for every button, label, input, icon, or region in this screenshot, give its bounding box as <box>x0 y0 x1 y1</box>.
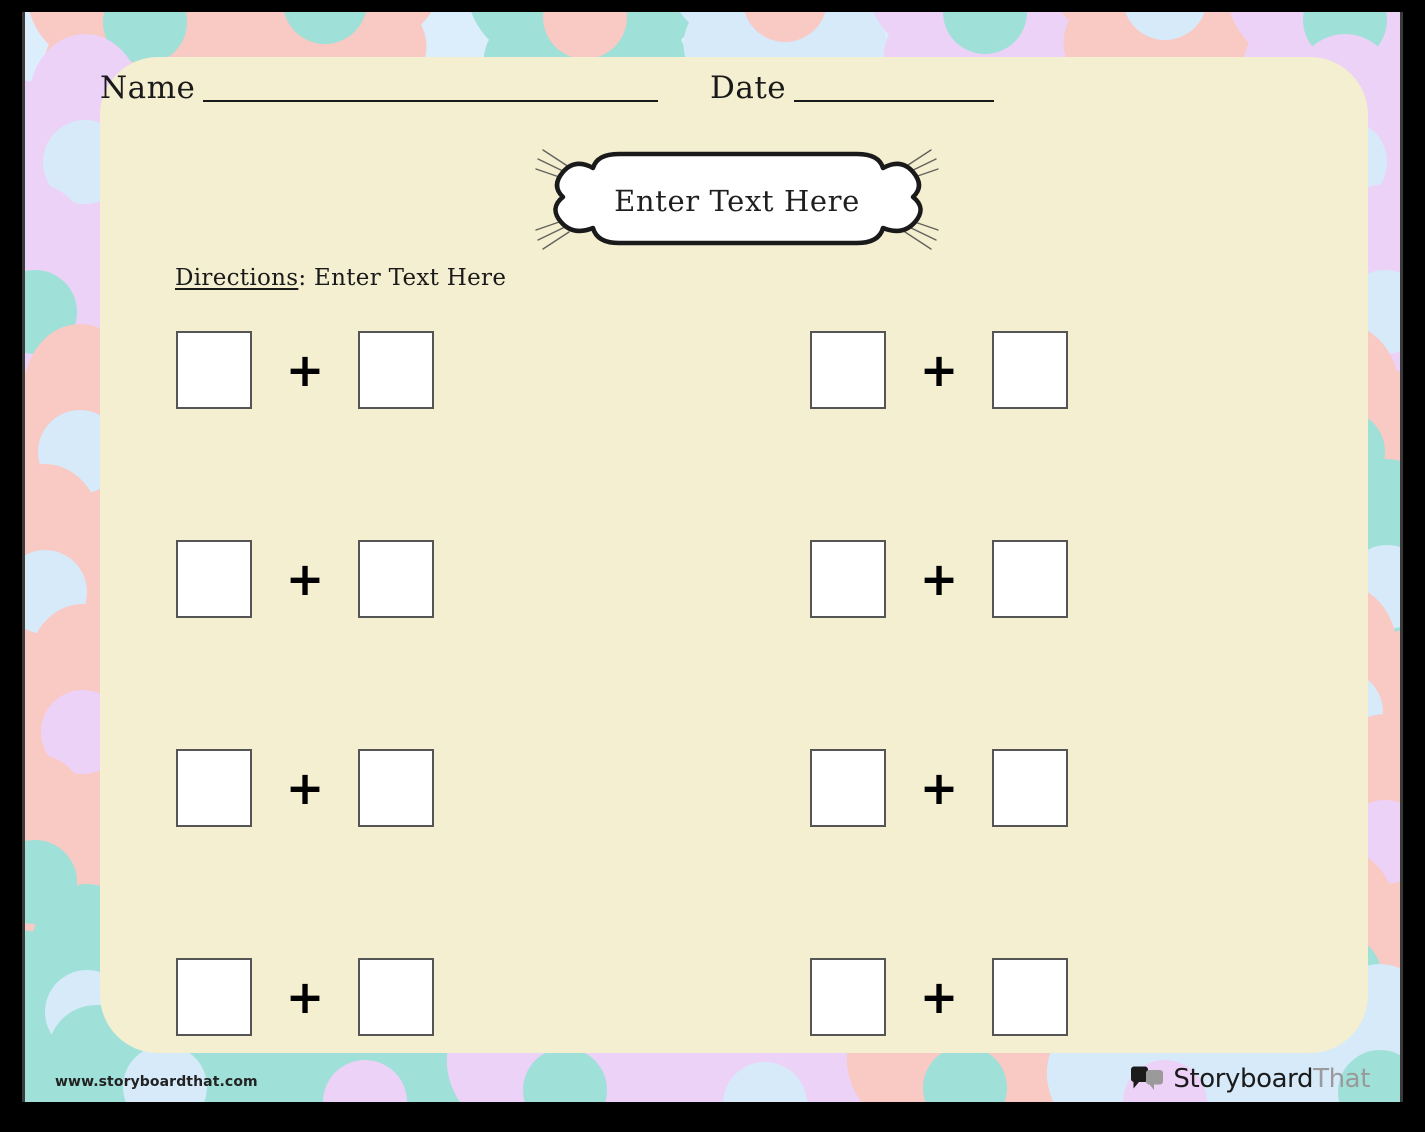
operand-b-box[interactable] <box>992 539 1068 618</box>
plus-operator: + <box>919 342 959 397</box>
speech-bubbles-icon <box>1131 1066 1164 1090</box>
name-field[interactable]: Name <box>100 70 659 106</box>
plus-operator: + <box>285 551 325 606</box>
directions-value[interactable]: Enter Text Here <box>314 265 507 291</box>
brand-wordmark: StoryboardThat <box>1173 1064 1370 1094</box>
problem-r2c1: + <box>100 531 734 626</box>
date-input-line[interactable] <box>794 100 995 102</box>
operand-a-box[interactable] <box>176 957 252 1036</box>
problem-r3c1: + <box>100 740 734 835</box>
brand-primary: Storyboard <box>1173 1064 1314 1094</box>
problem-r4c1: + <box>100 949 734 1044</box>
plus-operator: + <box>285 342 325 397</box>
footer-url[interactable]: www.storyboardthat.com <box>55 1074 258 1090</box>
problem-row: + + <box>100 531 1368 626</box>
operand-b-box[interactable] <box>992 748 1068 827</box>
operand-a-box[interactable] <box>810 957 886 1036</box>
problem-r3c2: + <box>734 740 1368 835</box>
date-label: Date <box>710 70 787 106</box>
problem-r1c2: + <box>734 322 1368 417</box>
operand-a-box[interactable] <box>810 330 886 409</box>
storyboardthat-logo[interactable]: StoryboardThat <box>1130 1064 1370 1094</box>
brand-secondary: That <box>1313 1064 1370 1094</box>
operand-b-box[interactable] <box>358 957 434 1036</box>
operand-b-box[interactable] <box>992 957 1068 1036</box>
operand-b-box[interactable] <box>358 539 434 618</box>
name-label: Name <box>100 70 196 106</box>
title-banner[interactable]: Enter Text Here <box>527 142 947 257</box>
problem-r4c2: + <box>734 949 1368 1044</box>
operand-a-box[interactable] <box>176 330 252 409</box>
decorative-frame: Name Date <box>22 12 1403 1102</box>
operand-b-box[interactable] <box>358 330 434 409</box>
operand-b-box[interactable] <box>358 748 434 827</box>
plus-operator: + <box>285 969 325 1024</box>
name-input-line[interactable] <box>203 100 659 102</box>
plus-operator: + <box>919 760 959 815</box>
directions-separator: : <box>298 265 315 291</box>
problem-row: + + <box>100 740 1368 835</box>
operand-a-box[interactable] <box>810 539 886 618</box>
plus-operator: + <box>919 969 959 1024</box>
plus-operator: + <box>919 551 959 606</box>
problem-grid: + + <box>100 312 1368 1052</box>
plus-operator: + <box>285 760 325 815</box>
cloud-banner-shape <box>535 149 939 250</box>
directions-label: Directions <box>175 265 299 291</box>
problem-row: + + <box>100 949 1368 1044</box>
operand-a-box[interactable] <box>176 539 252 618</box>
date-field[interactable]: Date <box>710 70 995 106</box>
directions-line: Directions: Enter Text Here <box>175 265 506 291</box>
title-text: Enter Text Here <box>614 183 860 218</box>
problem-r1c1: + <box>100 322 734 417</box>
operand-a-box[interactable] <box>810 748 886 827</box>
student-info-header: Name Date <box>100 52 1060 106</box>
operand-b-box[interactable] <box>992 330 1068 409</box>
problem-row: + + <box>100 322 1368 417</box>
operand-a-box[interactable] <box>176 748 252 827</box>
problem-r2c2: + <box>734 531 1368 626</box>
